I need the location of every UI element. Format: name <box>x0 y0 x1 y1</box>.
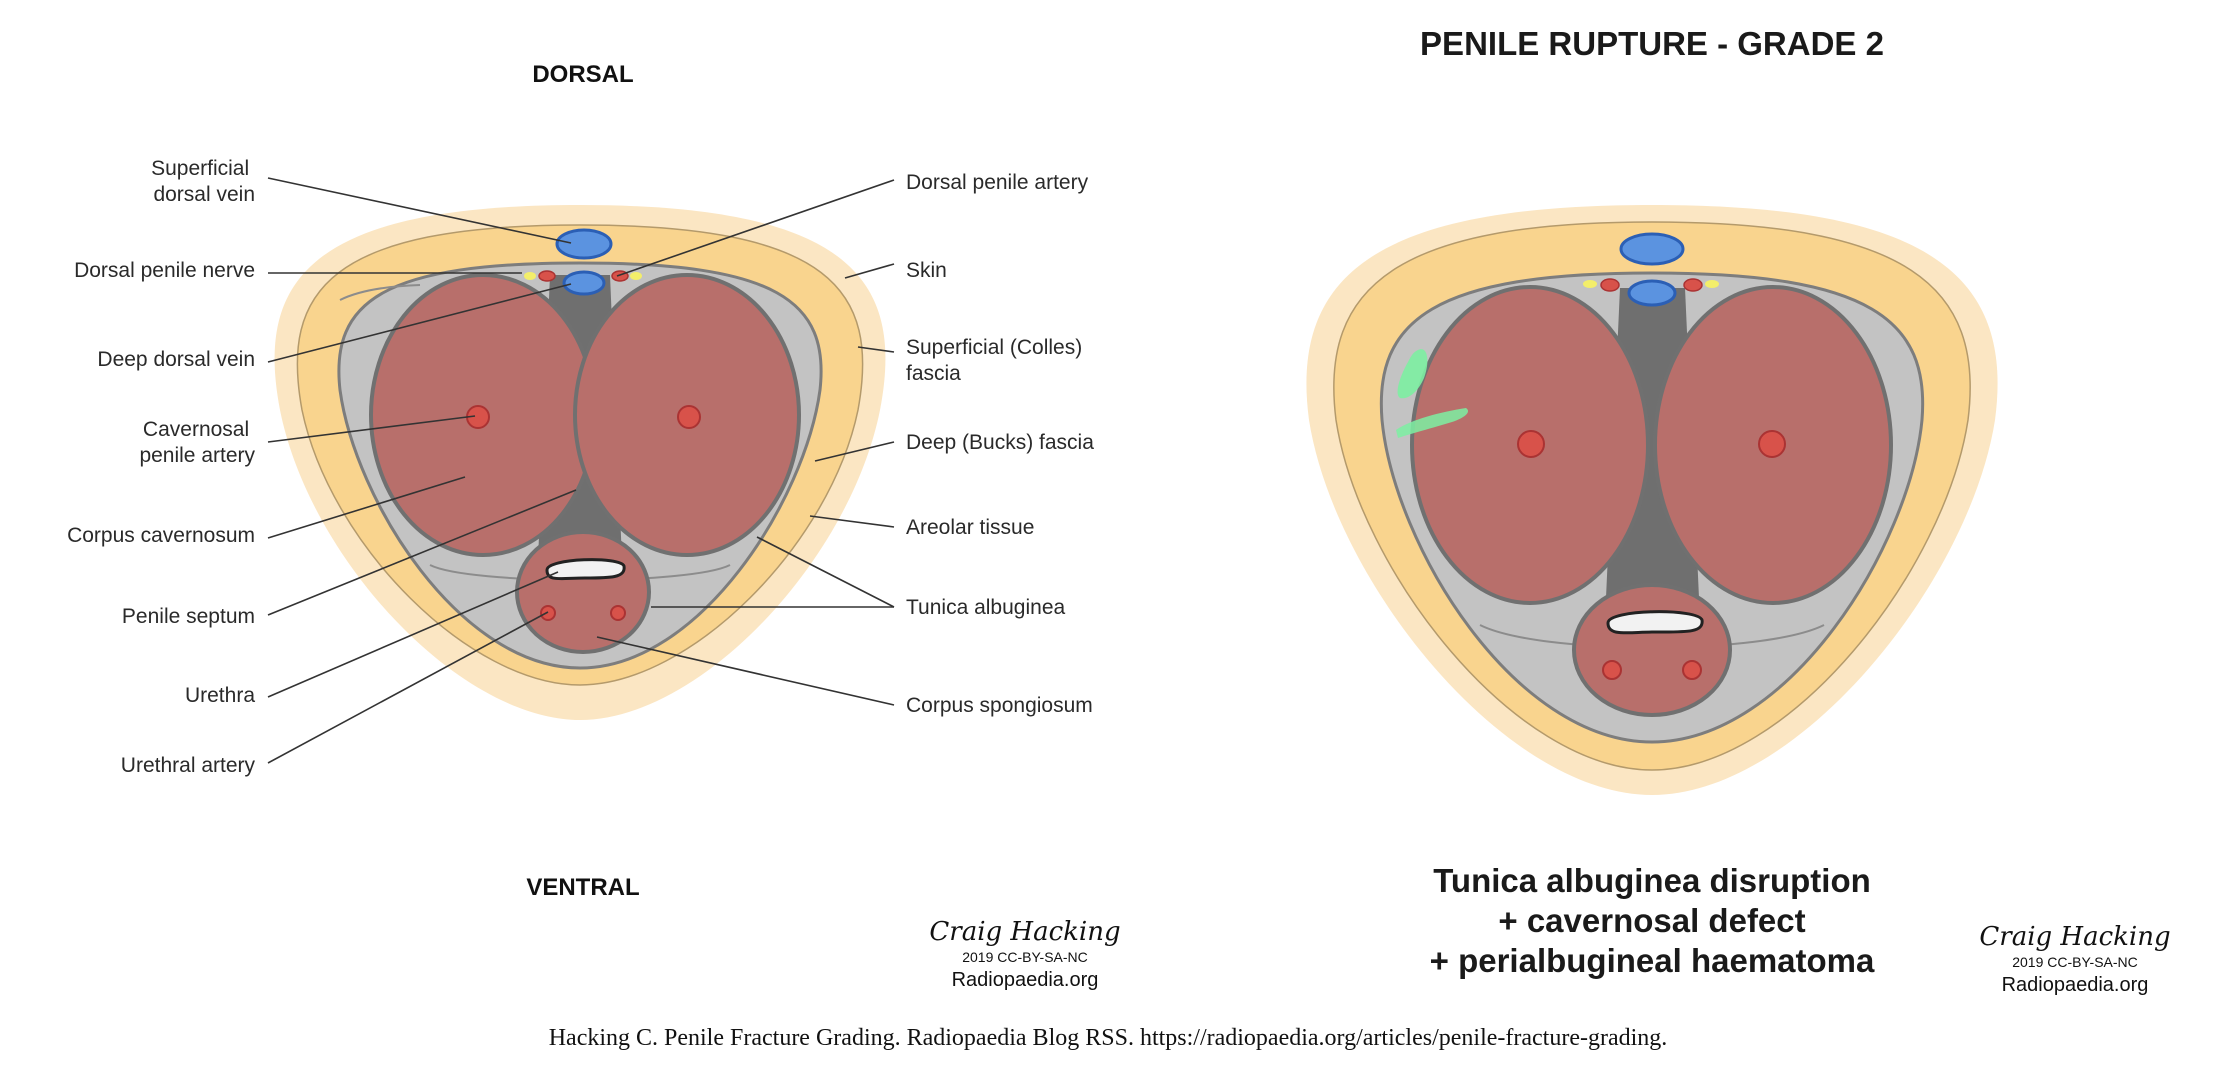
cavernosal-artery-right <box>1758 430 1786 458</box>
label-dorsal-penile-nerve: Dorsal penile nerve <box>74 259 255 282</box>
label-cavernosal-penile-artery: Cavernosal penile artery <box>139 418 255 467</box>
caption-line-1: Tunica albuginea disruption <box>1433 862 1871 899</box>
dorsal-penile-artery-left <box>538 270 556 282</box>
urethral-artery-right <box>610 605 626 621</box>
caption-line-3: + perialbugineal haematoma <box>1430 942 1875 979</box>
right-labels: Dorsal penile artery Skin Superficial (C… <box>906 171 1094 717</box>
leader-cavernosal-artery <box>267 415 476 443</box>
perialbugineal-haematoma <box>1397 349 1428 399</box>
dorsal-penile-nerve-left <box>524 272 536 280</box>
leader-corpus-spongiosum <box>596 636 895 706</box>
leader-urethral-artery <box>267 611 549 764</box>
urethral-artery-left <box>540 605 556 621</box>
cavernosal-artery-left <box>1517 430 1545 458</box>
label-skin: Skin <box>906 259 947 282</box>
dorsal-penile-nerve-right <box>1705 280 1719 288</box>
grade-2-rupture-diagram: PENILE RUPTURE - GRADE 2 <box>1306 25 2171 996</box>
rupture-cross-section <box>1306 205 1998 795</box>
label-deep-bucks-fascia: Deep (Bucks) fascia <box>906 431 1094 454</box>
right-signature: Craig Hacking 2019 CC-BY-SA-NC Radiopaed… <box>1979 922 2170 996</box>
left-signature: Craig Hacking 2019 CC-BY-SA-NC Radiopaed… <box>929 917 1120 991</box>
cavernosal-artery-right <box>677 405 701 429</box>
signature-site: Radiopaedia.org <box>952 969 1099 991</box>
leader-areolar-tissue <box>809 515 895 528</box>
label-areolar-tissue: Areolar tissue <box>906 516 1034 539</box>
corpus-spongiosum <box>515 530 651 654</box>
leader-urethra <box>267 571 559 698</box>
signature-license: 2019 CC-BY-SA-NC <box>2012 954 2138 970</box>
label-tunica-albuginea: Tunica albuginea <box>906 596 1065 619</box>
leader-superficial-dorsal-vein <box>267 177 572 244</box>
signature-author: Craig Hacking <box>929 917 1120 947</box>
label-superficial-colles-fascia: Superficial (Colles) fascia <box>906 336 1088 385</box>
rupture-caption: Tunica albuginea disruption + cavernosal… <box>1430 862 1875 979</box>
label-leader-lines <box>267 177 895 764</box>
urethra-shape <box>545 558 626 581</box>
label-superficial-dorsal-vein: Superficial dorsal vein <box>151 157 255 206</box>
leader-dorsal-penile-artery <box>616 179 895 277</box>
dorsal-penile-artery-left <box>1600 278 1620 292</box>
dorsal-penile-artery-right <box>1683 278 1703 292</box>
superficial-dorsal-vein <box>1619 232 1685 266</box>
areolar-tissue-line <box>339 284 421 301</box>
caption-line-2: + cavernosal defect <box>1498 902 1805 939</box>
label-corpus-spongiosum: Corpus spongiosum <box>906 694 1093 717</box>
normal-anatomy-diagram: DORSAL VENTRAL <box>67 61 1121 991</box>
cavernosal-defect <box>1396 408 1469 438</box>
dorsal-penile-nerve-left <box>1583 280 1597 288</box>
leader-deep-dorsal-vein <box>267 283 572 363</box>
leader-colles-fascia <box>857 346 895 353</box>
urethral-artery-right <box>1682 660 1702 680</box>
leader-penile-septum <box>267 489 577 616</box>
label-urethra: Urethra <box>185 684 255 707</box>
label-penile-septum: Penile septum <box>122 605 255 628</box>
corpus-spongiosum <box>1572 583 1732 717</box>
leader-tunica-albuginea-1 <box>756 536 895 608</box>
leader-skin <box>844 263 895 279</box>
leader-corpus-cavernosum <box>267 476 466 539</box>
label-corpus-cavernosum: Corpus cavernosum <box>67 524 255 547</box>
deep-dorsal-vein <box>1627 279 1677 307</box>
urethral-artery-left <box>1602 660 1622 680</box>
superficial-dorsal-vein <box>555 228 613 260</box>
dorsal-heading: DORSAL <box>532 61 633 88</box>
dorsal-penile-nerve-right <box>630 272 642 280</box>
deep-dorsal-vein <box>562 270 606 296</box>
signature-author: Craig Hacking <box>1979 922 2170 952</box>
diagram-title: PENILE RUPTURE - GRADE 2 <box>1420 25 1884 62</box>
urethra-shape <box>1606 610 1704 635</box>
label-deep-dorsal-vein: Deep dorsal vein <box>97 348 255 371</box>
left-labels: Superficial dorsal vein Dorsal penile ne… <box>67 157 255 777</box>
leader-bucks-fascia <box>814 441 895 462</box>
cross-section-illustration <box>274 205 886 720</box>
label-urethral-artery: Urethral artery <box>121 754 256 777</box>
signature-site: Radiopaedia.org <box>2002 974 2149 996</box>
signature-license: 2019 CC-BY-SA-NC <box>962 949 1088 965</box>
citation-text: Hacking C. Penile Fracture Grading. Radi… <box>549 1025 1668 1051</box>
ventral-heading: VENTRAL <box>526 874 639 901</box>
label-dorsal-penile-artery: Dorsal penile artery <box>906 171 1089 194</box>
